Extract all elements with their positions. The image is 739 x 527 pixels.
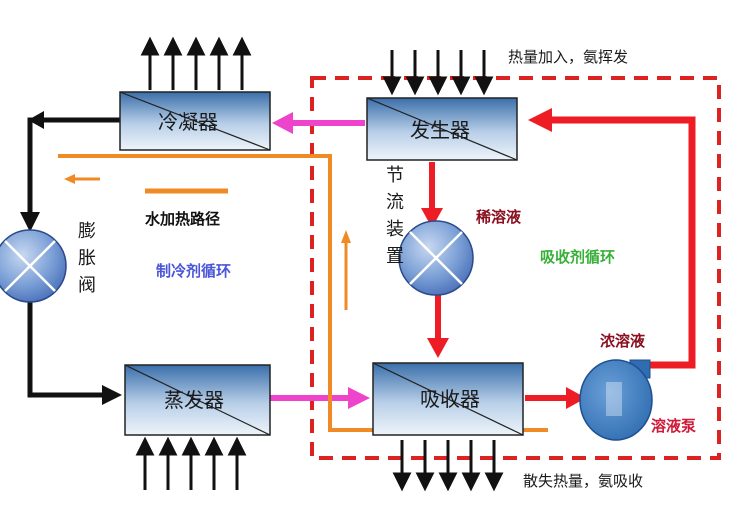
refrigerant-arrowhead-left [28,111,44,129]
expansion-valve-label: 膨胀阀 [78,221,96,296]
vapor-generator-to-condenser [272,112,365,134]
solution-pump-label: 溶液泵 [651,417,697,435]
absorbent-cycle-border [310,76,721,460]
condenser-label: 冷凝器 [158,110,218,134]
refrigerant-cycle-label: 制冷剂循环 [156,262,232,280]
throttle-label: 节流装置 [386,165,404,267]
condenser-box [119,91,271,151]
water-arrow-up [341,230,351,310]
throttle-valve-icon [398,220,474,296]
absorbent-cycle-label: 吸收剂循环 [540,248,616,266]
absorber-heat-arrows [392,440,504,492]
generator-heat-arrows [382,50,494,96]
dilute-solution-label: 稀溶液 [476,208,522,226]
evaporator-heat-arrows [135,436,247,490]
refrigerant-arrowhead-down [20,212,40,232]
vapor-evaporator-to-absorber [270,387,370,409]
solution-red-flow [421,108,696,409]
absorber-box [372,362,524,436]
solution-pump-icon [579,359,653,441]
water-arrow-left [64,174,100,184]
heat-in-label: 热量加入，氨挥发 [508,48,629,66]
absorber-label: 吸收器 [420,387,480,411]
generator-box [366,97,518,161]
condenser-heat-arrows [140,36,252,90]
evaporator-label: 蒸发器 [164,388,224,412]
concentrated-solution-label: 浓溶液 [600,332,646,350]
evaporator-box [124,364,271,436]
water-heating-path-label: 水加热路径 [145,210,221,228]
expansion-valve-icon [0,229,67,303]
heat-out-label: 散失热量，氨吸收 [523,472,644,490]
generator-label: 发生器 [410,118,470,142]
refrigerant-arrowhead-right [102,385,122,405]
